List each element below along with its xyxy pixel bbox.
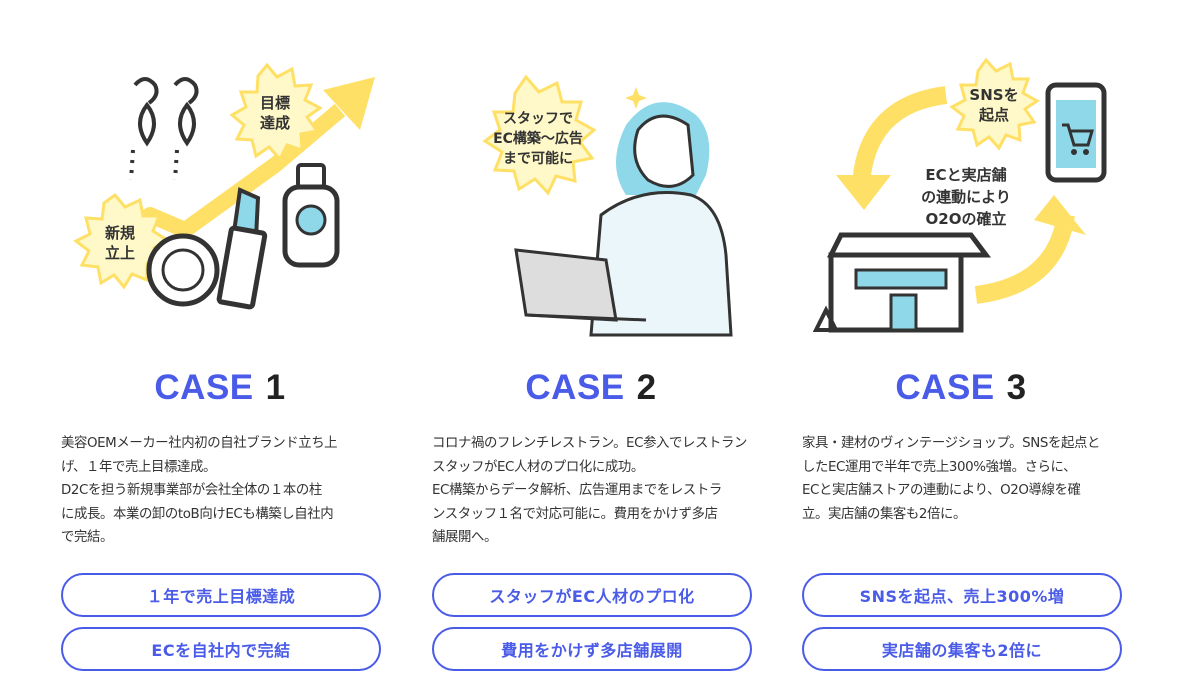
desc-line: 美容OEMメーカー社内初の自社ブランド立ち上 bbox=[61, 436, 338, 451]
woman-laptop-illustration bbox=[514, 102, 733, 337]
lipstick-icon bbox=[216, 187, 268, 310]
burst-text-launch-1: 新規 bbox=[105, 224, 135, 242]
desc-line: ECと実店舗ストアの連動により、O2O導線を確 bbox=[802, 483, 1081, 498]
perfume-bottle-icon bbox=[282, 163, 340, 268]
case-number: 1 bbox=[265, 368, 286, 407]
case-number: 2 bbox=[636, 368, 657, 407]
case-1-illustration: 目標 達成 新規 立上 bbox=[55, 55, 385, 340]
desc-line: スタッフがEC人材のプロ化に成功。 bbox=[432, 459, 644, 475]
o2o-text-2: の連動により bbox=[921, 188, 1011, 206]
o2o-text-3: O2Oの確立 bbox=[926, 210, 1007, 228]
burst-text-sns-1: SNSを bbox=[969, 86, 1018, 104]
case-2-illustration-svg: スタッフで EC構築〜広告 まで可能に bbox=[482, 74, 733, 337]
case-2-illustration: スタッフで EC構築〜広告 まで可能に bbox=[426, 55, 756, 340]
earring-icon bbox=[129, 77, 199, 181]
burst-text-sns-2: 起点 bbox=[978, 106, 1009, 124]
case-card-2: スタッフで EC構築〜広告 まで可能に CASE 2 bbox=[426, 0, 756, 700]
desc-line: 家具・建材のヴィンテージショップ。SNSを起点と bbox=[802, 436, 1100, 451]
smartphone-cart-icon bbox=[1045, 82, 1107, 183]
burst-badge-target: 目標 達成 bbox=[229, 62, 323, 162]
cycle-arrow-head-icon bbox=[1034, 195, 1086, 235]
case-2-pill-multi-store[interactable]: 費用をかけず多店舗展開 bbox=[432, 627, 752, 671]
burst-text-launch-2: 立上 bbox=[105, 244, 135, 262]
burst-text-target-1: 目標 bbox=[260, 94, 290, 112]
case-1-pill-in-house[interactable]: ECを自社内で完結 bbox=[61, 627, 381, 671]
o2o-text-1: ECと実店舗 bbox=[925, 166, 1006, 184]
case-1-illustration-svg: 目標 達成 新規 立上 bbox=[73, 62, 375, 310]
burst-text-staff-3: まで可能に bbox=[503, 150, 573, 167]
case-3-illustration: SNSを 起点 ECと実店舗 の連動により O2Oの確立 bbox=[796, 55, 1126, 340]
case-3-pill-sns-sales[interactable]: SNSを起点、売上300%増 bbox=[802, 573, 1122, 617]
case-3-description: 家具・建材のヴィンテージショップ。SNSを起点と したEC運用で半年で売上300… bbox=[802, 432, 1124, 526]
desc-line: で完結。 bbox=[61, 530, 113, 545]
desc-line: 立。実店舗の集客も2倍に。 bbox=[802, 506, 967, 522]
case-word: CASE bbox=[154, 368, 254, 407]
case-3-title: CASE 3 bbox=[796, 368, 1126, 408]
case-2-title: CASE 2 bbox=[426, 368, 756, 408]
desc-line: げ、１年で売上目標達成。 bbox=[61, 459, 216, 475]
store-building-icon bbox=[812, 232, 991, 333]
burst-text-staff-2: EC構築〜広告 bbox=[493, 130, 583, 147]
case-number: 3 bbox=[1006, 368, 1027, 407]
case-1-pill-target-achieved[interactable]: １年で売上目標達成 bbox=[61, 573, 381, 617]
case-word: CASE bbox=[895, 368, 995, 407]
burst-text-target-2: 達成 bbox=[260, 114, 290, 132]
case-1-title: CASE 1 bbox=[55, 368, 385, 408]
arrow-head-icon bbox=[323, 77, 375, 130]
compact-mirror-icon bbox=[146, 233, 220, 307]
case-card-3: SNSを 起点 ECと実店舗 の連動により O2Oの確立 bbox=[796, 0, 1126, 700]
desc-line: したEC運用で半年で売上300%強増。さらに、 bbox=[802, 459, 1077, 475]
desc-line: に成長。本業の卸のtoB向けECも構築し自社内 bbox=[61, 506, 334, 522]
burst-badge-sns: SNSを 起点 bbox=[949, 57, 1040, 151]
desc-line: ンスタッフ１名で対応可能に。費用をかけず多店 bbox=[432, 506, 718, 522]
case-2-pill-ec-pro[interactable]: スタッフがEC人材のプロ化 bbox=[432, 573, 752, 617]
desc-line: 舗展開へ。 bbox=[432, 530, 497, 545]
sparkle-icon bbox=[625, 87, 647, 109]
burst-badge-staff: スタッフで EC構築〜広告 まで可能に bbox=[482, 74, 597, 196]
cycle-arrow-head-icon bbox=[836, 175, 891, 210]
burst-text-staff-1: スタッフで bbox=[503, 111, 573, 127]
case-2-description: コロナ禍のフレンチレストラン。EC参入でレストラン スタッフがEC人材のプロ化に… bbox=[432, 432, 754, 550]
desc-line: コロナ禍のフレンチレストラン。EC参入でレストラン bbox=[432, 436, 747, 451]
case-card-1: 目標 達成 新規 立上 bbox=[55, 0, 385, 700]
case-3-illustration-svg: SNSを 起点 ECと実店舗 の連動により O2Oの確立 bbox=[812, 57, 1107, 333]
cycle-arrows-icon bbox=[852, 86, 1075, 304]
desc-line: D2Cを担う新規事業部が会社全体の１本の柱 bbox=[61, 483, 322, 498]
desc-line: EC構築からデータ解析、広告運用までをレストラ bbox=[432, 483, 722, 498]
case-3-pill-store-visitors[interactable]: 実店舗の集客も2倍に bbox=[802, 627, 1122, 671]
case-1-description: 美容OEMメーカー社内初の自社ブランド立ち上 げ、１年で売上目標達成。 D2Cを… bbox=[61, 432, 383, 550]
burst-badge-launch: 新規 立上 bbox=[73, 192, 170, 290]
case-word: CASE bbox=[525, 368, 625, 407]
